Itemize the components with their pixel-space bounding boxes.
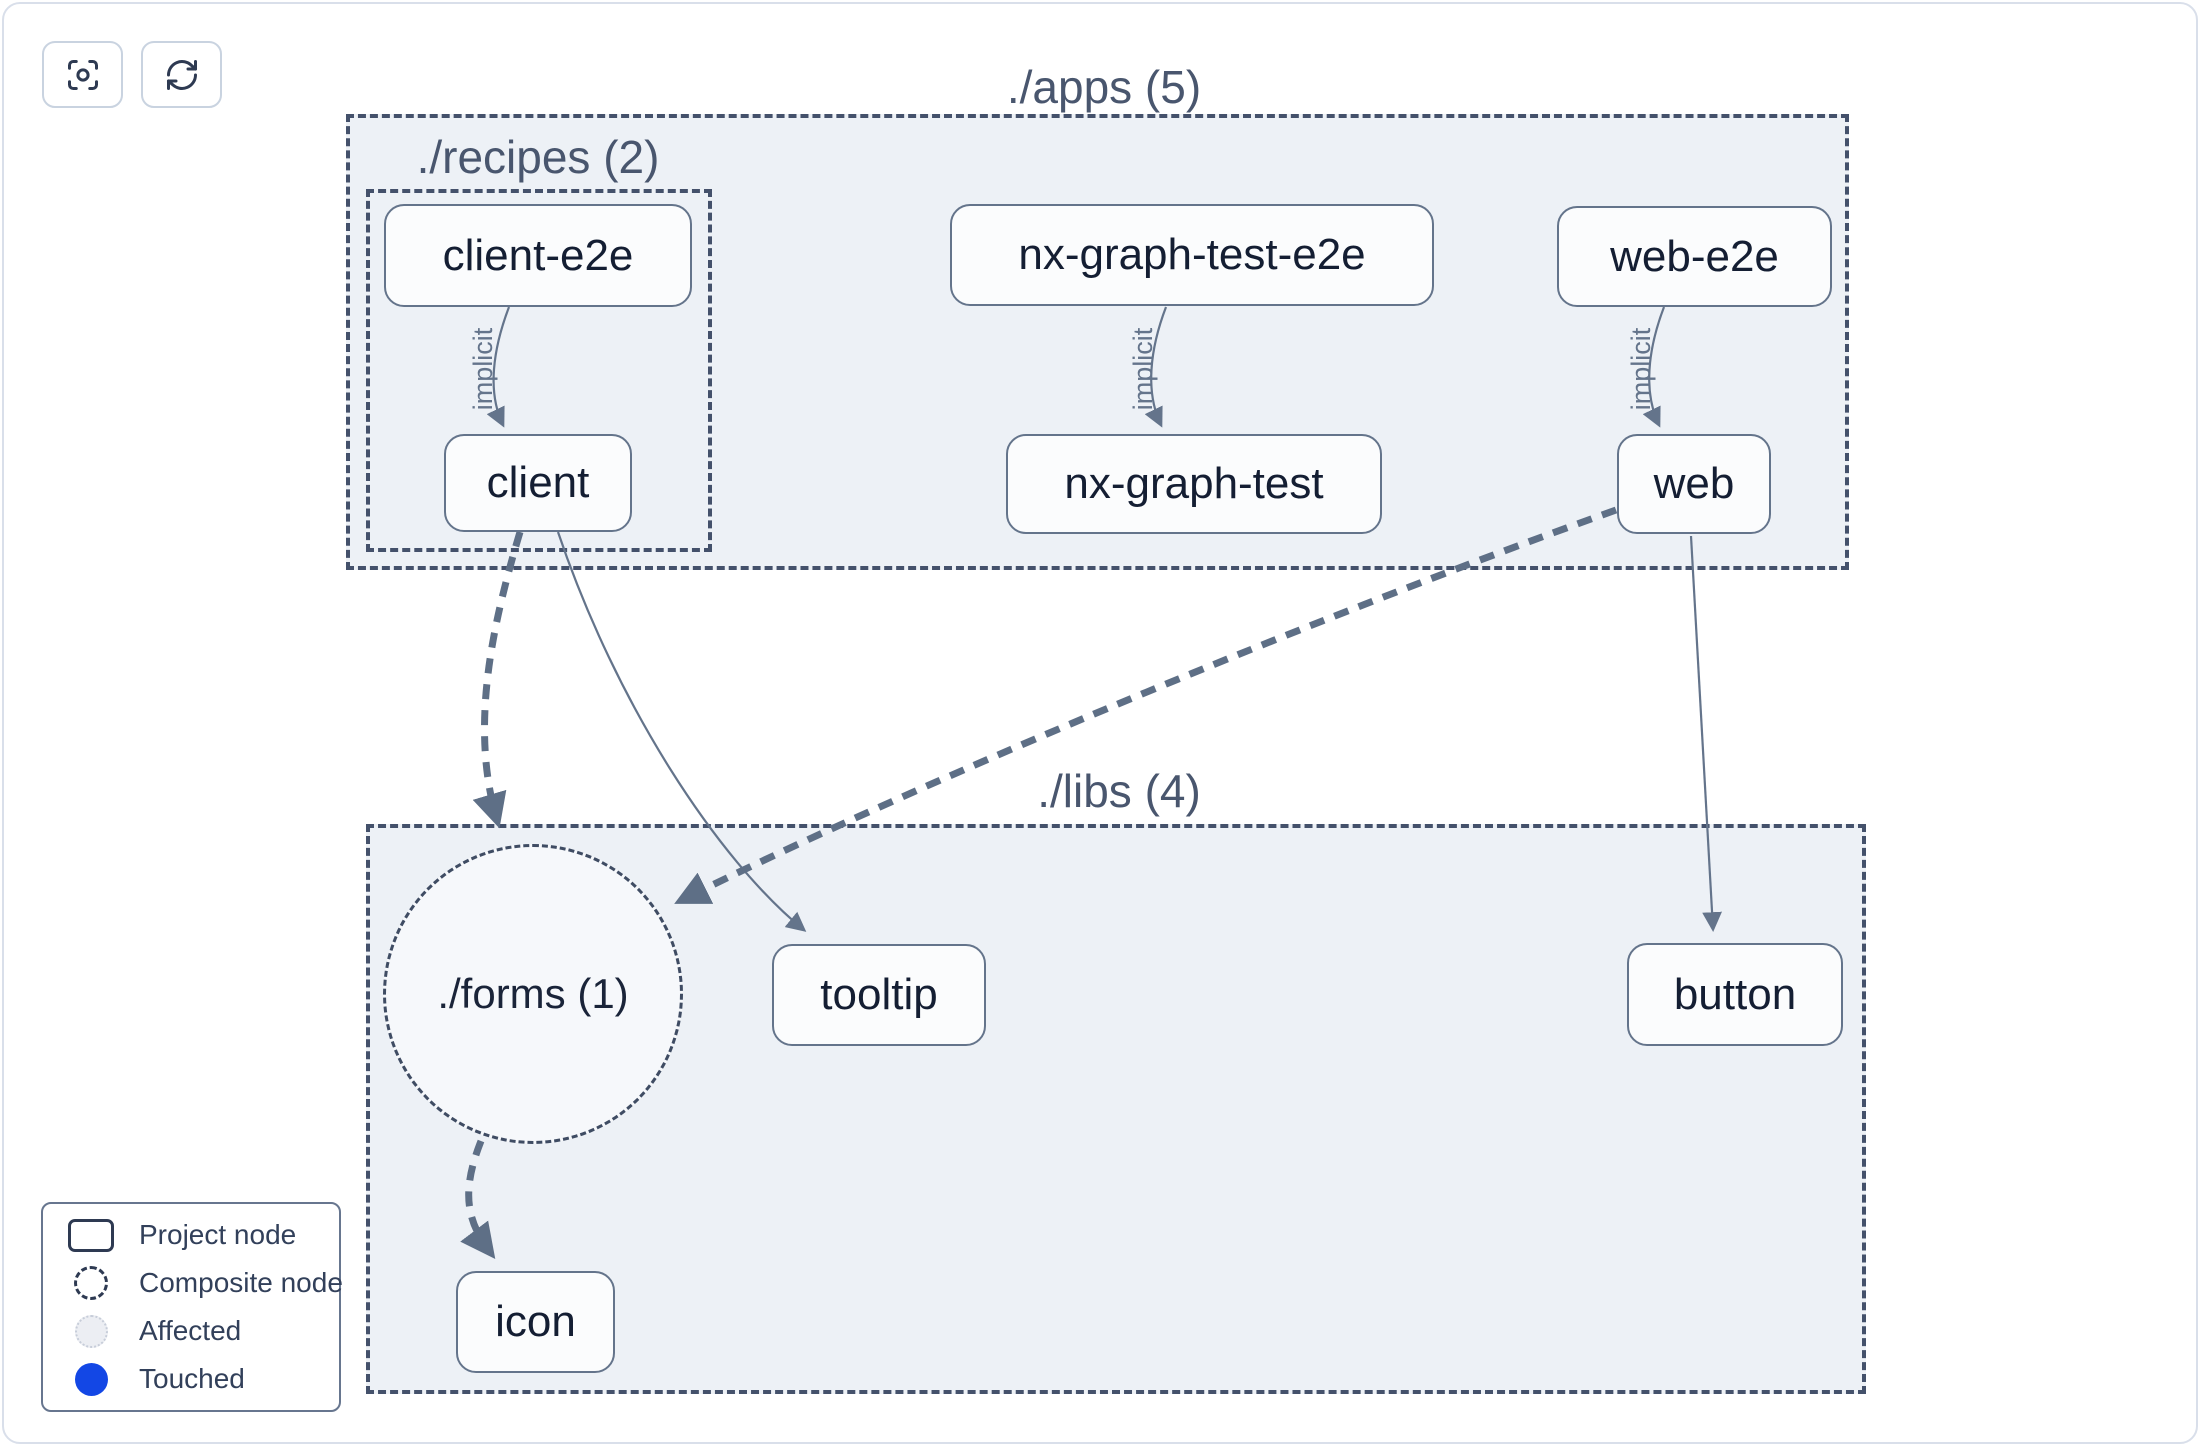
legend-row-affected: Affected bbox=[43, 1314, 339, 1348]
affected-swatch bbox=[43, 1314, 139, 1348]
group-apps-label: ./apps (5) bbox=[1006, 61, 1202, 113]
toolbar bbox=[42, 41, 222, 108]
focus-icon bbox=[67, 59, 98, 90]
node-nx-graph-test-e2e[interactable]: nx-graph-test-e2e bbox=[950, 204, 1434, 306]
node-client-e2e[interactable]: client-e2e bbox=[384, 204, 692, 307]
refresh-button[interactable] bbox=[141, 41, 222, 108]
legend-label-composite-node: Composite node bbox=[139, 1267, 343, 1298]
node-tooltip[interactable]: tooltip bbox=[772, 944, 986, 1046]
legend-label-touched: Touched bbox=[139, 1363, 245, 1394]
legend-label-project-node: Project node bbox=[139, 1219, 297, 1250]
legend: Project node Composite node Affected Tou… bbox=[41, 1202, 343, 1412]
node-button[interactable]: button bbox=[1627, 943, 1843, 1046]
node-forms-composite[interactable]: ./forms (1) bbox=[383, 844, 683, 1144]
node-web[interactable]: web bbox=[1617, 434, 1771, 534]
group-libs-label: ./libs (4) bbox=[1037, 765, 1201, 817]
composite-node-swatch bbox=[43, 1266, 139, 1300]
refresh-icon bbox=[166, 59, 197, 90]
node-client[interactable]: client bbox=[444, 434, 632, 532]
project-node-swatch bbox=[43, 1218, 139, 1252]
legend-row-touched: Touched bbox=[43, 1362, 339, 1396]
edge-client-to-forms bbox=[472, 530, 524, 829]
focus-button[interactable] bbox=[42, 41, 123, 108]
node-nx-graph-test[interactable]: nx-graph-test bbox=[1006, 434, 1382, 534]
group-recipes-label: ./recipes (2) bbox=[416, 131, 660, 183]
legend-row-composite-node: Composite node bbox=[43, 1266, 343, 1300]
touched-swatch bbox=[43, 1362, 139, 1396]
node-icon[interactable]: icon bbox=[456, 1271, 615, 1373]
legend-row-project-node: Project node bbox=[43, 1218, 339, 1252]
legend-label-affected: Affected bbox=[139, 1315, 242, 1346]
node-web-e2e[interactable]: web-e2e bbox=[1557, 206, 1832, 307]
